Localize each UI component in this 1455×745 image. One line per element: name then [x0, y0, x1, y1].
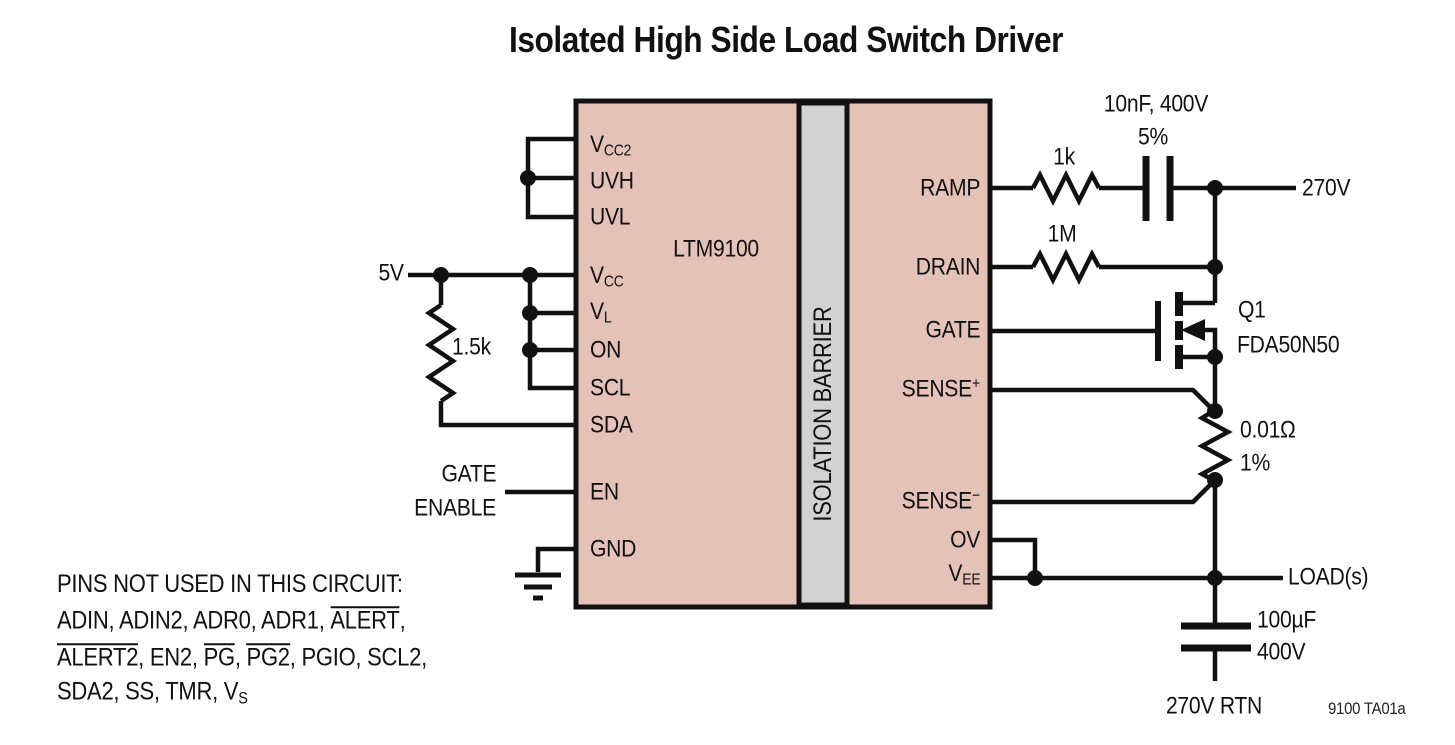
pin-on: ON — [590, 336, 622, 364]
notes-line4: SDA2, SS, TMR, VS — [57, 677, 248, 708]
pin-sense-plus: SENSE+ — [901, 375, 980, 403]
mosfet-body-lead — [1203, 327, 1218, 357]
pin-vcc: VCC — [590, 261, 624, 291]
pin-gnd: GND — [590, 535, 637, 563]
isolation-barrier-strip — [796, 100, 850, 608]
wire-sense-plus — [988, 387, 1217, 414]
pin-sda: SDA — [590, 411, 633, 439]
pin-scl: SCL — [590, 374, 631, 402]
notes-line2: ADIN, ADIN2, ADR0, ADR1, ALERT, — [57, 606, 406, 635]
pin-vcc2: VCC2 — [590, 130, 632, 160]
net-270v-rtn-label: 270V RTN — [1165, 692, 1263, 720]
wire-vl-on-scl-bus — [527, 275, 578, 391]
pin-drain: DRAIN — [915, 253, 981, 281]
pin-en: EN — [590, 478, 619, 506]
pin-gate: GATE — [925, 316, 980, 344]
ic-body — [573, 98, 993, 610]
resistor-ramp-symbol — [1031, 169, 1101, 207]
pin-vee: VEE — [947, 559, 980, 589]
net-5v-label: 5V — [378, 259, 405, 287]
resistor-pullup-symbol — [424, 303, 458, 403]
wire-gnd — [535, 546, 578, 572]
capacitor-ramp-tolerance: 5% — [1137, 123, 1169, 151]
capacitor-ramp-value: 10nF, 400V — [1103, 90, 1209, 118]
pin-ramp: RAMP — [920, 174, 980, 202]
net-270v-label: 270V — [1302, 174, 1351, 202]
pin-sense-minus: SENSE− — [901, 487, 980, 515]
notes-heading: PINS NOT USED IN THIS CIRCUIT: — [57, 569, 403, 598]
notes-line3: ALERT2, EN2, PG, PG2, PGIO, SCL2, — [57, 643, 427, 672]
pin-uvh: UVH — [590, 167, 634, 195]
q1-designator: Q1 — [1238, 296, 1266, 324]
resistor-drain-symbol — [1031, 248, 1101, 286]
q1-part-number: FDA50N50 — [1237, 331, 1340, 359]
page-title: Isolated High Side Load Switch Driver — [508, 19, 1064, 61]
junction-dots — [433, 170, 1223, 586]
gate-enable-label-line2: ENABLE — [414, 494, 496, 522]
resistor-ramp-value: 1k — [1053, 143, 1075, 171]
isolation-barrier-label: ISOLATION BARRIER — [808, 306, 837, 522]
mosfet-arrow-icon — [1181, 319, 1205, 341]
figure-id: 9100 TA01a — [1328, 699, 1406, 719]
sense-resistor-tolerance: 1% — [1240, 449, 1271, 477]
pin-uvl: UVL — [590, 203, 631, 231]
wire-sda — [438, 401, 578, 428]
wire-ov — [988, 537, 1038, 578]
pin-ov: OV — [950, 526, 980, 554]
net-load-label: LOAD(s) — [1288, 563, 1369, 591]
ic-part-number: LTM9100 — [673, 235, 759, 263]
resistor-pullup-value: 1.5k — [452, 333, 491, 361]
wire-sense-minus — [988, 478, 1217, 505]
resistor-drain-value: 1M — [1047, 220, 1077, 248]
capacitor-out-value: 100µF — [1257, 606, 1317, 634]
resistor-sense-symbol — [1197, 408, 1233, 483]
sense-resistor-value: 0.01Ω — [1240, 416, 1296, 444]
pin-vl: VL — [590, 297, 612, 327]
capacitor-out-rating: 400V — [1257, 638, 1306, 666]
gate-enable-label-line1: GATE — [441, 460, 496, 488]
